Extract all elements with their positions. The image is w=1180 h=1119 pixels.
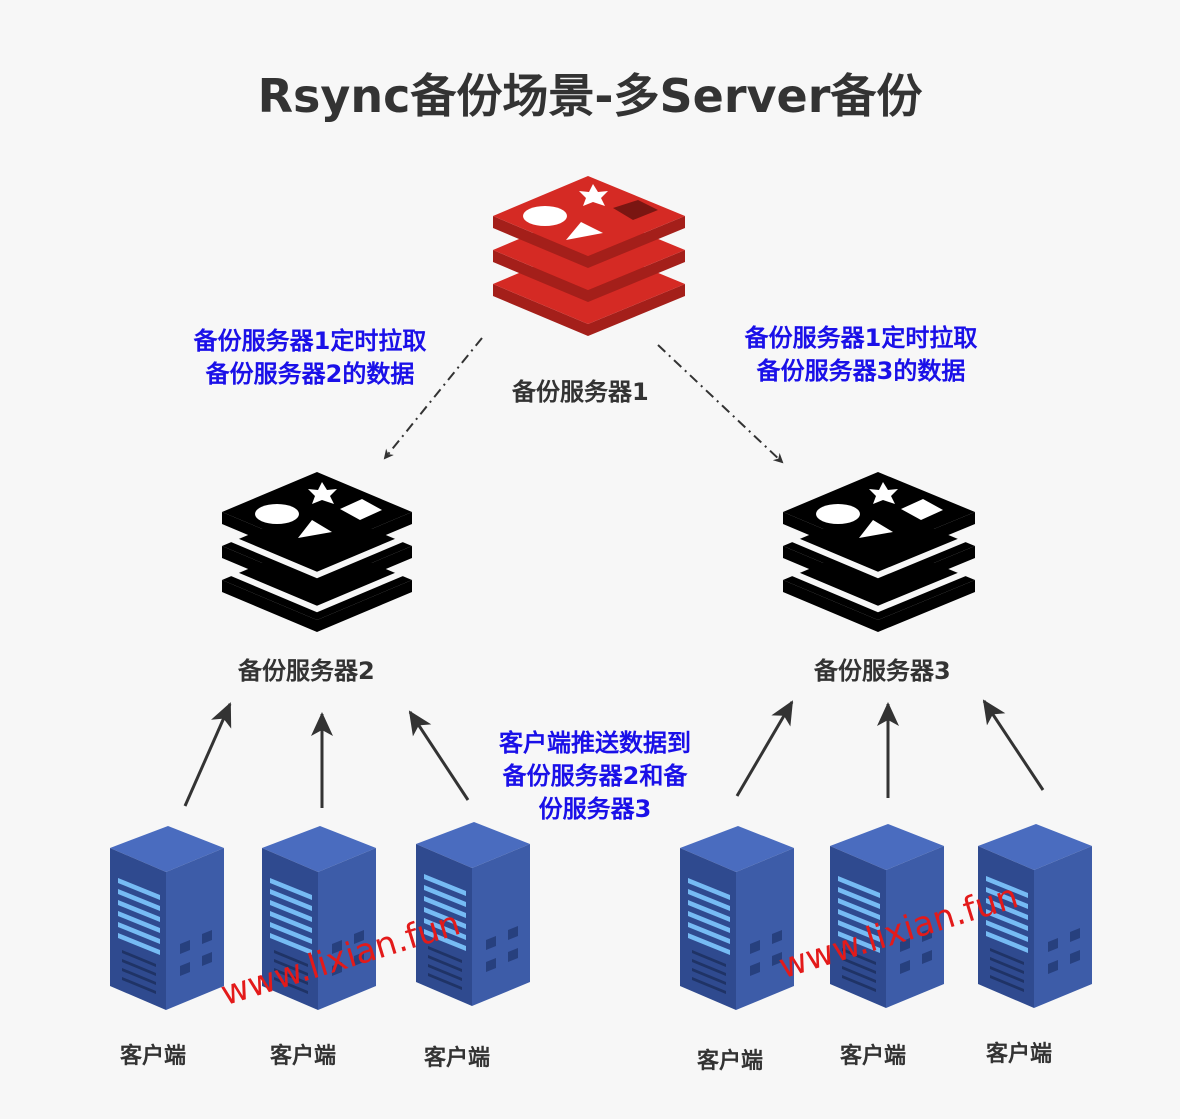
server-tower-icon	[262, 826, 376, 1010]
annotation-line: 备份服务器1定时拉取	[744, 324, 978, 352]
push-arrow	[982, 699, 1045, 791]
annotation-line: 备份服务器2的数据	[205, 360, 415, 388]
push-arrow	[408, 710, 470, 801]
client-label: 客户端	[120, 1044, 187, 1069]
redis-logo-server1	[493, 176, 685, 336]
redis-logo-server3	[781, 472, 977, 632]
client-label: 客户端	[986, 1042, 1053, 1067]
client-towers	[110, 822, 1092, 1010]
client-label: 客户端	[840, 1044, 907, 1069]
server2-label: 备份服务器2	[238, 657, 375, 685]
server-tower-icon	[416, 822, 530, 1006]
client-label: 客户端	[270, 1044, 337, 1069]
right-pull-annotation: 备份服务器1定时拉取 备份服务器3的数据	[721, 322, 1001, 388]
annotation-line: 备份服务器1定时拉取	[193, 327, 427, 355]
server3-label: 备份服务器3	[814, 657, 951, 685]
pull-arrow-to-server3	[657, 344, 784, 464]
pull-arrow-to-server2	[383, 337, 483, 460]
server-tower-icon	[978, 824, 1092, 1008]
server-tower-icon	[110, 826, 224, 1010]
left-pull-annotation: 备份服务器1定时拉取 备份服务器2的数据	[170, 325, 450, 391]
annotation-line: 备份服务器3的数据	[756, 357, 966, 385]
annotation-line: 备份服务器2和备	[502, 762, 688, 790]
server-tower-icon	[830, 824, 944, 1008]
server-tower-icon	[680, 826, 794, 1010]
redis-logo-server2	[220, 472, 414, 632]
server1-label: 备份服务器1	[512, 378, 649, 406]
client-label: 客户端	[697, 1049, 764, 1074]
push-arrow	[183, 702, 232, 807]
diagram-title: Rsync备份场景-多Server备份	[257, 69, 923, 123]
annotation-line: 份服务器3	[538, 795, 652, 823]
client-label: 客户端	[424, 1046, 491, 1071]
annotation-line: 客户端推送数据到	[499, 729, 691, 757]
push-arrow	[735, 700, 794, 797]
push-annotation: 客户端推送数据到 备份服务器2和备 份服务器3	[470, 727, 720, 826]
